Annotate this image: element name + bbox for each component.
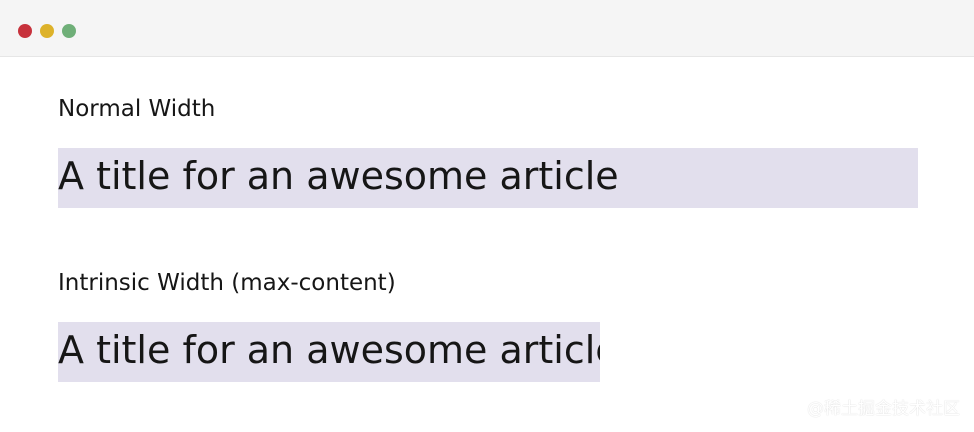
minimize-window-button[interactable]	[40, 24, 54, 38]
intrinsic-width-label: Intrinsic Width (max-content)	[58, 270, 396, 296]
normal-width-title-box: A title for an awesome article	[58, 148, 918, 208]
watermark: @稀土掘金技术社区	[807, 399, 960, 419]
demo-content: Normal Width A title for an awesome arti…	[58, 57, 918, 432]
intrinsic-width-title: A title for an awesome article	[58, 328, 600, 372]
normal-width-label: Normal Width	[58, 96, 216, 122]
normal-width-title: A title for an awesome article	[58, 154, 619, 198]
close-window-button[interactable]	[18, 24, 32, 38]
browser-window-bar	[0, 0, 974, 57]
intrinsic-width-title-box: A title for an awesome article	[58, 322, 600, 382]
zoom-window-button[interactable]	[62, 24, 76, 38]
